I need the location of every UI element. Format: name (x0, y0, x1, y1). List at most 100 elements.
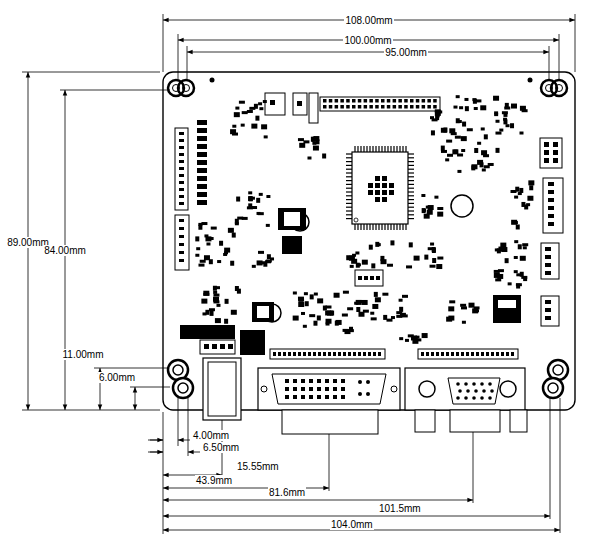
chip-pin (408, 153, 414, 154)
chip-pin (399, 146, 400, 152)
smd-part (358, 312, 364, 317)
smd-part (205, 310, 209, 315)
smd-part (396, 311, 402, 314)
pin (329, 105, 333, 109)
smd-part (422, 333, 428, 338)
pin (285, 395, 289, 399)
pin (325, 395, 329, 399)
smd-part (241, 124, 245, 127)
extension-line (559, 34, 560, 80)
pin (486, 352, 489, 356)
pin (506, 352, 509, 356)
smd-part (435, 115, 439, 120)
connector (540, 138, 562, 168)
smd-part (430, 265, 436, 268)
smd-part (258, 102, 262, 105)
smd-part (374, 292, 378, 297)
smd-part (496, 148, 500, 153)
smd-part (474, 107, 478, 110)
smd-part (375, 297, 381, 302)
pin (325, 387, 329, 391)
smd-part (370, 312, 374, 315)
smd-part (197, 144, 207, 149)
smd-part (350, 265, 354, 268)
chip-pin (381, 146, 382, 152)
pin (333, 387, 337, 391)
pin (548, 198, 554, 202)
pin (323, 352, 326, 356)
pin (333, 379, 337, 383)
smd-part (266, 195, 270, 198)
thermal-pad (375, 197, 380, 202)
thermal-pad (389, 190, 394, 195)
smd-part (461, 149, 465, 152)
dimension-line (163, 516, 550, 517)
chip-pin (375, 146, 376, 152)
pin (370, 276, 374, 280)
smd-part (313, 146, 319, 151)
smd-part (405, 339, 409, 342)
smd-part (498, 269, 504, 272)
pin (404, 105, 408, 109)
pin (458, 389, 462, 393)
chip-pin (408, 195, 414, 196)
extension-line (178, 398, 179, 446)
smd-part (197, 152, 207, 157)
smd-part (217, 260, 221, 263)
chip-pin (402, 224, 403, 230)
pin (358, 380, 362, 384)
smd-part (516, 224, 520, 229)
regulator (282, 236, 302, 254)
smd-part (216, 304, 220, 307)
smd-part (453, 106, 457, 109)
smd-part (514, 270, 518, 273)
pin (481, 352, 484, 356)
extension-line (178, 34, 179, 80)
pin-one-mark (354, 218, 358, 222)
chip-pin (378, 224, 379, 230)
pin (472, 396, 476, 400)
pin (340, 99, 344, 103)
pin (179, 153, 184, 156)
mounting-hole (543, 378, 563, 398)
pin (553, 158, 558, 163)
pin (298, 352, 301, 356)
pin (353, 352, 356, 356)
smd-part (224, 319, 228, 324)
smd-part (224, 251, 228, 254)
smd-part (438, 110, 442, 113)
pin (179, 181, 184, 184)
smd-part (197, 192, 207, 197)
pin (476, 352, 479, 356)
smd-part (248, 203, 252, 208)
thermal-pad (382, 183, 387, 188)
pin (464, 396, 468, 400)
pin (422, 105, 426, 109)
pin (364, 99, 368, 103)
pin (375, 99, 379, 103)
jumper (309, 93, 318, 123)
smd-part (508, 282, 512, 285)
smd-part (203, 291, 209, 296)
smd-part (443, 128, 447, 133)
smd-part (198, 264, 204, 267)
pin (358, 99, 362, 103)
pin (368, 352, 371, 356)
smd-part (427, 210, 433, 215)
chip-pin (408, 203, 414, 204)
smd-part (424, 255, 428, 260)
pin (366, 380, 370, 384)
pin (553, 150, 558, 155)
dimension-line (163, 500, 473, 501)
chip-pin (399, 224, 400, 230)
mounting-hole (528, 78, 533, 83)
smd-part (493, 96, 499, 101)
dimension-label: 43.9mm (195, 475, 233, 486)
smd-part (428, 205, 434, 210)
smd-part (497, 274, 503, 279)
pin (393, 99, 397, 103)
smd-part (402, 295, 408, 298)
pin (375, 105, 379, 109)
smd-part (527, 196, 533, 201)
pin (426, 352, 429, 356)
